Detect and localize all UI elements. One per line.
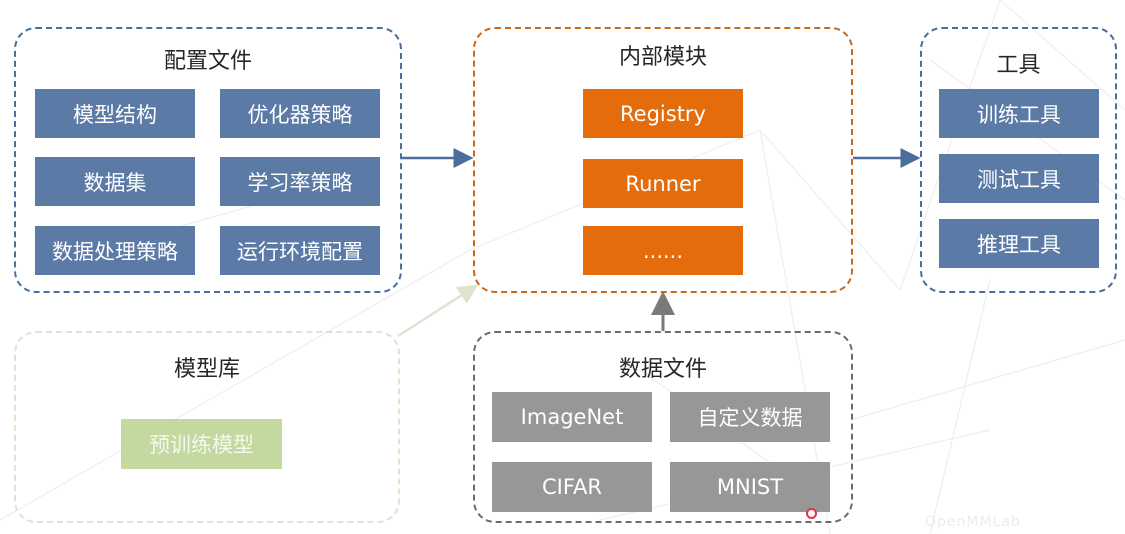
config-item-lr-policy: 学习率策略 xyxy=(220,157,380,206)
tools-item-train: 训练工具 xyxy=(939,89,1099,138)
internal-item-more: ...... xyxy=(583,226,743,275)
tools-group: 工具 xyxy=(920,27,1117,293)
tools-item-inference: 推理工具 xyxy=(939,219,1099,268)
config-item-data-pipeline: 数据处理策略 xyxy=(35,226,195,275)
config-files-group: 配置文件 xyxy=(14,27,402,293)
internal-item-runner: Runner xyxy=(583,159,743,208)
data-item-cifar: CIFAR xyxy=(492,462,652,512)
config-files-title: 配置文件 xyxy=(163,49,252,74)
internal-item-registry: Registry xyxy=(583,89,743,138)
config-item-dataset: 数据集 xyxy=(35,157,195,206)
tools-item-test: 测试工具 xyxy=(939,154,1099,203)
data-item-mnist: MNIST xyxy=(670,462,830,512)
model-zoo-group: 模型库 xyxy=(14,331,400,523)
data-item-custom: 自定义数据 xyxy=(670,392,830,442)
model-zoo-item-pretrained: 预训练模型 xyxy=(121,419,282,469)
config-item-optimizer-policy: 优化器策略 xyxy=(220,89,380,138)
model-zoo-title: 模型库 xyxy=(173,357,240,382)
data-files-group: 数据文件 xyxy=(473,331,853,523)
data-files-title: 数据文件 xyxy=(618,357,707,382)
internal-modules-group: 内部模块 xyxy=(473,27,853,293)
internal-modules-title: 内部模块 xyxy=(618,45,707,70)
config-item-runtime: 运行环境配置 xyxy=(220,226,380,275)
cursor-indicator xyxy=(806,508,817,519)
config-item-model-structure: 模型结构 xyxy=(35,89,195,138)
data-item-imagenet: ImageNet xyxy=(492,392,652,442)
tools-title: 工具 xyxy=(996,53,1041,78)
watermark: OpenMMLab xyxy=(925,514,1021,530)
